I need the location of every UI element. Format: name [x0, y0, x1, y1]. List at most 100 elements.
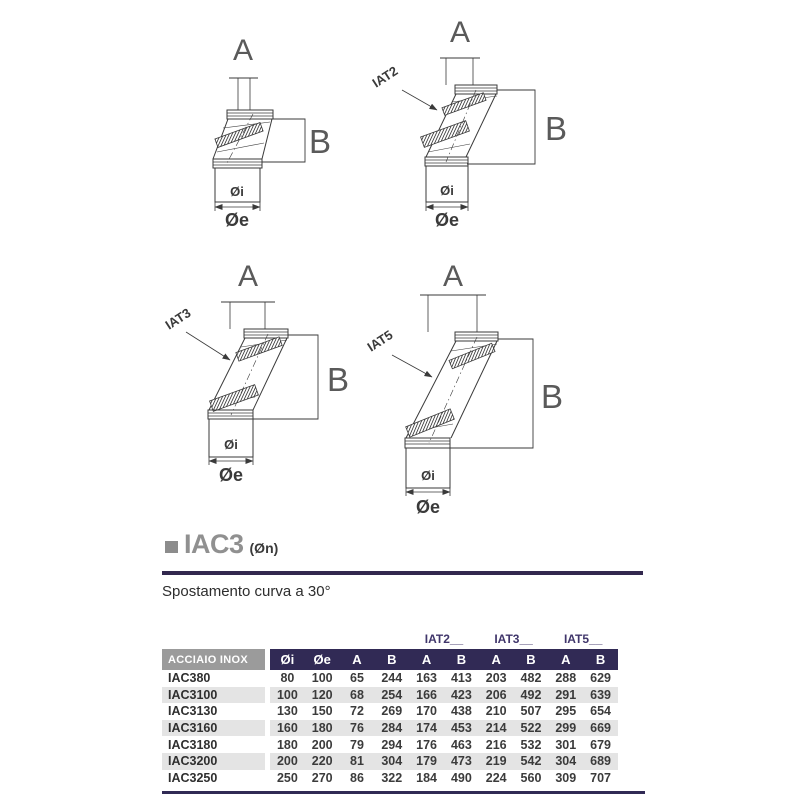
- table-group-header-row: IAT2__IAT3__IAT5__: [162, 627, 618, 649]
- diagram-offset-basic: A B Øi Øe: [212, 34, 331, 230]
- value-cell-3: 81: [339, 752, 375, 770]
- value-cell-4: 244: [381, 671, 403, 686]
- value-cell-7: 219: [478, 752, 514, 770]
- diagram-offset-iat3: A B IAT3 Øi Øe: [162, 260, 349, 485]
- part-code-label: IAT5: [364, 327, 395, 354]
- value-cell-9: 295: [555, 704, 577, 719]
- value-cell-8: 492: [513, 686, 549, 704]
- column-header-10: B: [583, 649, 618, 670]
- value-cell-3: 65: [350, 671, 364, 686]
- row-code-cell: IAC3100: [162, 686, 265, 704]
- value-cell-6: 490: [450, 770, 472, 785]
- value-cell-1: 250: [276, 770, 298, 785]
- value-cell-3: 86: [350, 770, 364, 785]
- dim-a-label: A: [450, 16, 470, 49]
- value-cell-8: 522: [513, 719, 549, 737]
- diagram-offset-iat5: A B IAT5 Øi Øe: [364, 260, 563, 517]
- dim-b-label: B: [545, 110, 567, 147]
- value-cell-2: 220: [304, 752, 340, 770]
- outer-diameter-label: Øe: [219, 465, 243, 485]
- row-code-cell: IAC3130: [168, 704, 218, 719]
- value-cell-7: 210: [485, 704, 507, 719]
- dim-a-label: A: [233, 34, 253, 67]
- column-header-2: Øe: [304, 649, 340, 670]
- value-cell-10: 689: [583, 752, 618, 770]
- title-divider: [162, 571, 643, 575]
- value-cell-7: 216: [485, 737, 507, 752]
- value-cell-2: 120: [304, 686, 340, 704]
- value-cell-10: 654: [590, 704, 611, 719]
- value-cell-2: 180: [304, 719, 340, 737]
- value-cell-8: 532: [520, 737, 542, 752]
- value-cell-7: 206: [478, 686, 514, 704]
- value-cell-1: 160: [270, 719, 305, 737]
- outer-diameter-label: Øe: [225, 210, 249, 230]
- diagram-offset-iat2: A B IAT2 Øi Øe: [369, 16, 567, 230]
- value-cell-6: 473: [443, 752, 479, 770]
- column-header-8: B: [513, 649, 549, 670]
- row-code-cell: IAC3160: [162, 719, 265, 737]
- section-subtitle: Spostamento curva a 30°: [162, 583, 331, 600]
- column-header-3: A: [339, 649, 375, 670]
- value-cell-2: 270: [311, 770, 333, 785]
- value-cell-10: 679: [590, 737, 611, 752]
- value-cell-5: 170: [416, 704, 438, 719]
- dim-a-label: A: [238, 260, 258, 293]
- value-cell-7: 224: [485, 770, 507, 785]
- value-cell-5: 174: [409, 719, 444, 737]
- value-cell-9: 309: [555, 770, 577, 785]
- value-cell-6: 423: [443, 686, 479, 704]
- value-cell-5: 166: [409, 686, 444, 704]
- value-cell-2: 200: [311, 737, 333, 752]
- row-code-cell: IAC3250: [168, 770, 218, 785]
- value-cell-1: 180: [276, 737, 298, 752]
- outer-diameter-label: Øe: [416, 497, 440, 517]
- value-cell-10: 707: [590, 770, 611, 785]
- inner-diameter-label: Øi: [224, 437, 238, 452]
- value-cell-9: 299: [548, 719, 584, 737]
- value-cell-1: 130: [276, 704, 298, 719]
- column-header-5: A: [409, 649, 444, 670]
- value-cell-4: 322: [381, 770, 403, 785]
- value-cell-9: 304: [548, 752, 584, 770]
- section-title-block: IAC3 (Øn): [165, 531, 278, 558]
- value-cell-8: 507: [520, 704, 542, 719]
- value-cell-8: 482: [520, 671, 542, 686]
- value-cell-8: 560: [520, 770, 542, 785]
- value-cell-6: 438: [450, 704, 472, 719]
- value-cell-8: 542: [513, 752, 549, 770]
- square-bullet-icon: [165, 540, 178, 553]
- value-cell-4: 254: [374, 686, 410, 704]
- column-header-9: A: [548, 649, 584, 670]
- corner-header-cell: ACCIAIO INOX: [162, 649, 265, 670]
- column-header-1: Øi: [270, 649, 305, 670]
- value-cell-5: 163: [416, 671, 438, 686]
- value-cell-3: 68: [339, 686, 375, 704]
- row-code-cell: IAC3180: [168, 737, 218, 752]
- inner-diameter-label: Øi: [230, 184, 244, 199]
- row-code-cell: IAC380: [168, 671, 211, 686]
- value-cell-4: 269: [381, 704, 403, 719]
- table-bottom-border: [162, 791, 645, 794]
- value-cell-6: 413: [450, 671, 472, 686]
- value-cell-10: 669: [583, 719, 618, 737]
- dim-b-label: B: [309, 123, 331, 160]
- value-cell-1: 200: [270, 752, 305, 770]
- value-cell-4: 294: [381, 737, 403, 752]
- column-header-6: B: [443, 649, 479, 670]
- value-cell-7: 214: [478, 719, 514, 737]
- dim-b-label: B: [541, 378, 563, 415]
- value-cell-3: 76: [339, 719, 375, 737]
- value-cell-9: 301: [555, 737, 577, 752]
- value-cell-1: 100: [270, 686, 305, 704]
- group-header-1: IAT2__: [424, 632, 464, 646]
- dim-a-label: A: [443, 260, 463, 293]
- value-cell-5: 176: [416, 737, 438, 752]
- part-code-label: IAT2: [369, 63, 400, 90]
